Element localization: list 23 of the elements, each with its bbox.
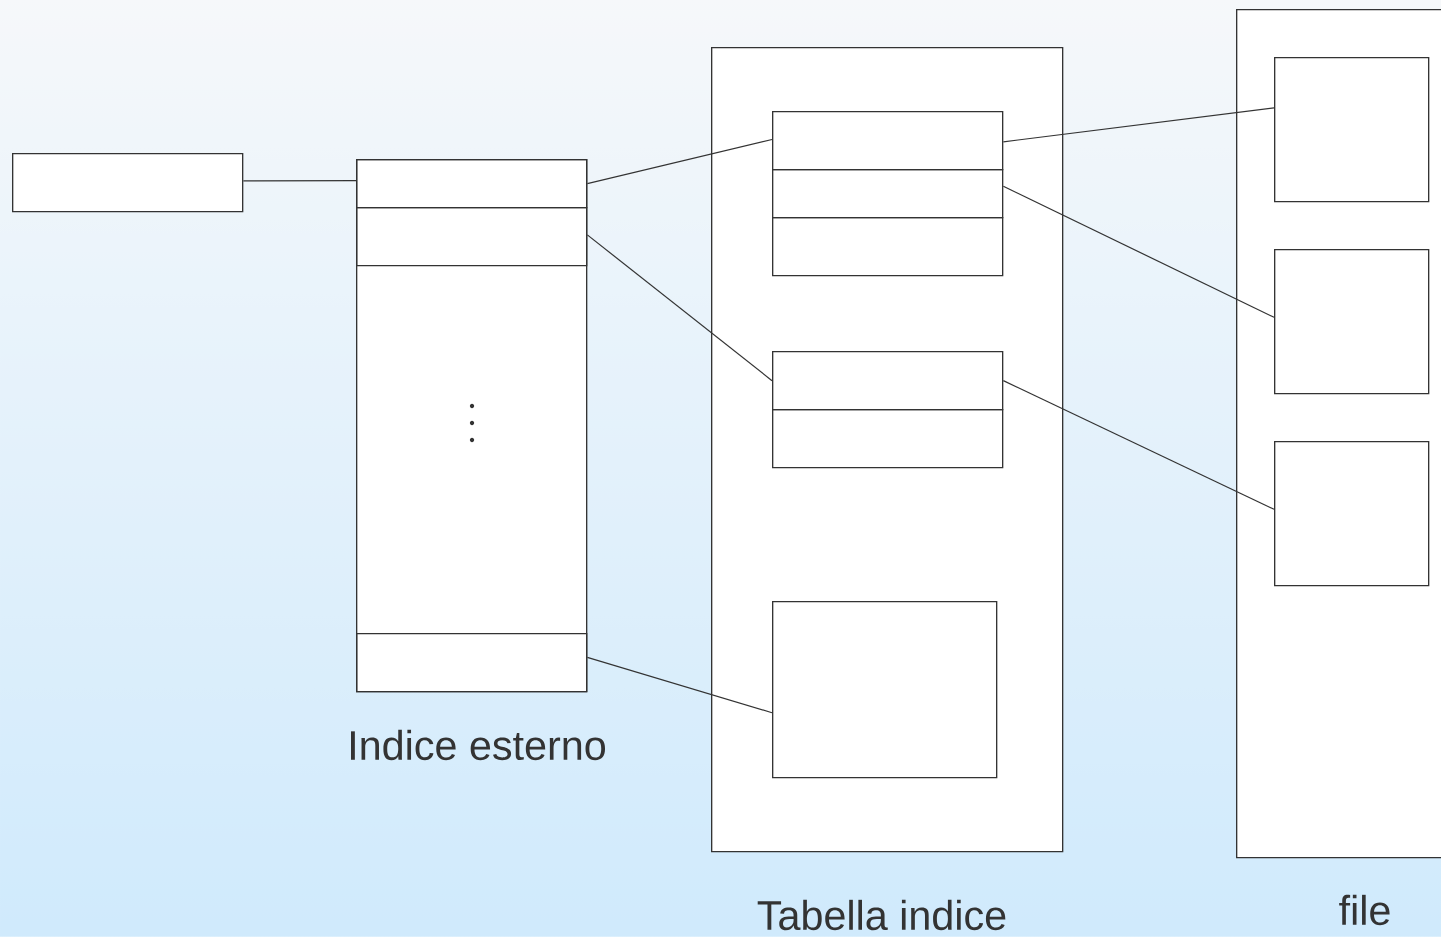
record-box [772, 169, 1004, 219]
record-box [1274, 249, 1430, 395]
record-box [1274, 57, 1430, 203]
connector-line [1002, 107, 1275, 143]
connector-line [1002, 185, 1275, 318]
record-box [772, 601, 998, 779]
connector-line [586, 234, 773, 382]
record-box [772, 111, 1004, 171]
connector-line [1002, 380, 1275, 510]
record-box [356, 633, 588, 693]
record-box [356, 159, 588, 209]
record-box [12, 153, 244, 213]
panel-label: file [1339, 894, 1390, 926]
record-box [772, 351, 1004, 411]
connector-line [586, 138, 773, 185]
record-box [772, 217, 1004, 277]
panel-label: Indice esterno [351, 729, 605, 761]
panel-label: Tabella indice [757, 899, 1006, 931]
connector-line [586, 656, 773, 714]
record-box [356, 207, 588, 267]
connector-line [242, 180, 357, 182]
record-box [772, 409, 1004, 469]
record-box [1274, 441, 1430, 587]
